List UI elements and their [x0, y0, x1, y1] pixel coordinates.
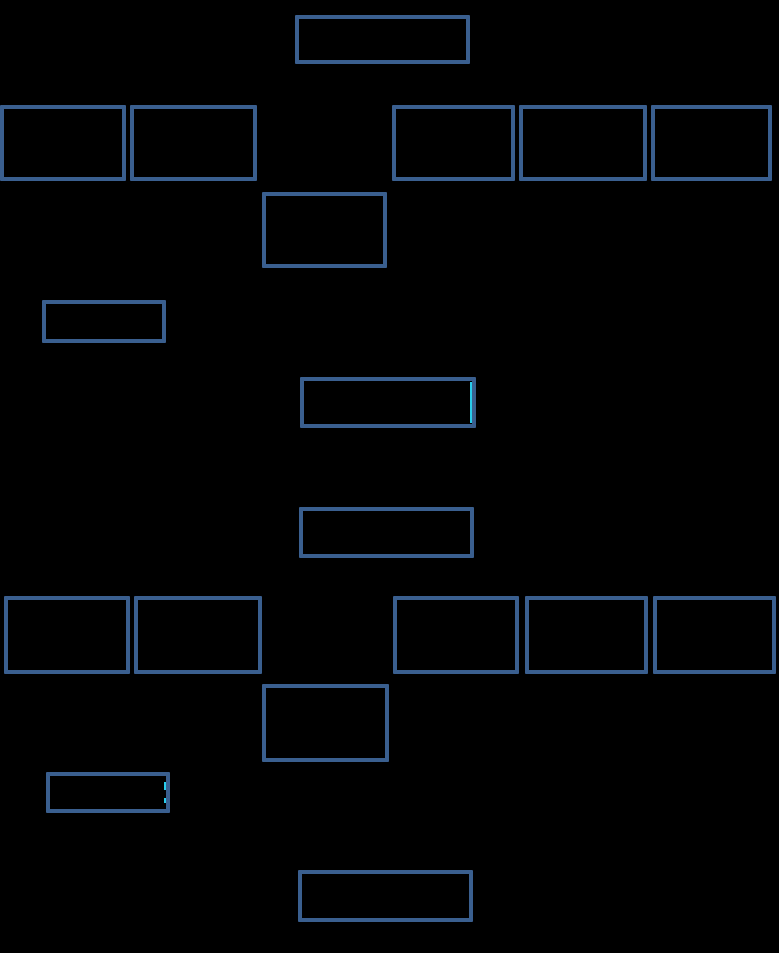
- section1-center-box: [262, 192, 387, 268]
- section1-left-box-1: [0, 105, 126, 181]
- section1-right-box-3: [651, 105, 772, 181]
- section1-wide-box-upper: [300, 377, 476, 428]
- section1-small-left-box: [42, 300, 166, 343]
- top-center-box: [295, 15, 470, 64]
- section2-right-box-1: [393, 596, 519, 674]
- section2-center-box: [262, 684, 389, 762]
- section2-right-box-2: [525, 596, 648, 674]
- section2-bottom-center-box: [298, 870, 473, 922]
- section2-right-box-3: [653, 596, 776, 674]
- section1-right-box-1: [392, 105, 515, 181]
- text-cursor-accent: [164, 782, 166, 803]
- text-cursor-accent: [470, 382, 472, 423]
- section2-left-box-1: [4, 596, 130, 674]
- section2-small-left-box: [46, 772, 170, 813]
- section1-left-box-2: [130, 105, 257, 181]
- section1-right-box-2: [519, 105, 647, 181]
- section2-left-box-2: [134, 596, 262, 674]
- section1-wide-box-lower: [299, 507, 474, 558]
